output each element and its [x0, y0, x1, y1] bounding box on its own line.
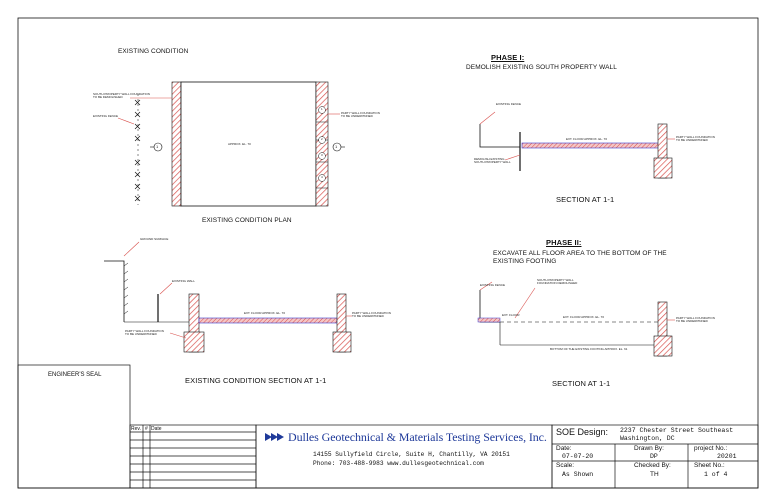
company-name: Dulles Geotechnical & Materials Testing … — [288, 430, 547, 444]
existing-condition-title: EXISTING CONDITION — [118, 48, 189, 55]
soe-label: SOE Design: — [556, 427, 609, 437]
date-label: Date: — [556, 445, 572, 452]
fence-note: EXISTING FENCE — [93, 114, 119, 118]
party-wall-note: PARTY WALL FOUNDATION TO BE UNDERPINNED — [341, 111, 380, 119]
phase2-section — [477, 281, 675, 357]
sheet-label: Sheet No.: — [694, 462, 725, 469]
phase1-heading: PHASE I: — [491, 53, 525, 62]
scale-value: As Shown — [562, 471, 594, 478]
section-marker-left: 1 — [156, 144, 159, 149]
drawn-label: Drawn By: — [634, 445, 664, 452]
right-footing-note: PARTY WALL FOUNDATION TO BE UNDERPINNED — [352, 311, 391, 319]
existing-wall-note: EXISTING WALL — [172, 279, 195, 283]
phase1-subheading: DEMOLISH EXISTING SOUTH PROPERTY WALL — [466, 64, 617, 71]
plan-number-1: 1 — [321, 107, 323, 111]
sheet-value: 1 of 4 — [704, 471, 728, 478]
phase2-slab-note: EXT. FLOOR APPROX. EL. 70 — [563, 315, 605, 319]
phase2-slab-left-note: EXT. FLOOR — [502, 313, 520, 317]
phase2-subheading: EXCAVATE ALL FLOOR AREA TO THE BOTTOM OF… — [493, 250, 667, 265]
drawn-value: DP — [650, 453, 658, 460]
phase2-section-title: SECTION AT 1-1 — [552, 379, 611, 388]
rev-header-num: # — [145, 426, 148, 432]
plan-number-4: 4 — [321, 175, 323, 179]
soe-value: 2237 Chester Street Southeast Washington… — [620, 427, 734, 442]
south-wall-note: SOUTH PROPERTY WALL FOUNDATION TO BE DEM… — [93, 92, 150, 100]
phase1-demo-note: DEMOLISH EXISTING SOUTH PROPERTY WALL — [474, 157, 511, 165]
project-label: project No.: — [694, 445, 728, 452]
existing-section — [104, 241, 352, 353]
existing-plan-title: EXISTING CONDITION PLAN — [202, 217, 292, 224]
company-contact: Phone: 703-488-9983 www.dullesgeotechnic… — [313, 460, 484, 467]
ground-surface-note: GROUND SURFACE — [140, 237, 169, 241]
title-block-lines — [17, 364, 759, 489]
plan-number-2: 2 — [321, 137, 323, 141]
company-address: 14155 Sullyfield Circle, Suite H, Chanti… — [313, 451, 510, 458]
phase1-party-note: PARTY WALL FOUNDATION TO BE UNDERPINNED — [676, 135, 715, 143]
engineers-seal-label: ENGINEER'S SEAL — [48, 372, 102, 378]
date-value: 07-07-20 — [562, 453, 594, 460]
rev-header-rev: Rev. — [131, 426, 141, 432]
phase2-party-note: PARTY WALL FOUNDATION TO BE UNDERPINNED — [676, 316, 715, 324]
project-value: 20201 — [717, 453, 737, 460]
existing-section-title: EXISTING CONDITION SECTION AT 1-1 — [185, 376, 327, 385]
plan-number-3: 3 — [321, 153, 323, 157]
phase1-fence-note: EXISTING FENCE — [496, 102, 522, 106]
phase2-heading: PHASE II: — [546, 238, 582, 247]
phase2-demo-note: SOUTH PROPERTY WALL FOUNDATION DEMOLISHE… — [537, 278, 578, 286]
plan-approx-el: APPROX. EL. 70 — [228, 142, 251, 146]
checked-label: Checked By: — [634, 462, 671, 469]
phase1-section — [479, 111, 675, 179]
checked-value: TH — [650, 471, 659, 478]
phase1-slab-note: EXT. FLOOR APPROX. EL. 70 — [566, 137, 608, 141]
phase2-bottom-note: BOTTOM OF THE EXISTING FOOTING APPROX. E… — [550, 347, 628, 351]
existing-plan — [117, 81, 345, 207]
phase2-fence-note: EXISTING FENCE — [480, 283, 506, 287]
phase1-section-title: SECTION AT 1-1 — [556, 195, 615, 204]
section-marker-right: 1 — [335, 144, 338, 149]
rev-header-date: Date — [151, 426, 162, 432]
left-footing-note: PARTY WALL FOUNDATION TO BE UNDERPINNED — [125, 329, 164, 337]
scale-label: Scale: — [556, 462, 575, 469]
existing-slab-note: EXT. FLOOR APPROX. EL. 70 — [244, 311, 286, 315]
company-logo-icon — [265, 433, 284, 441]
